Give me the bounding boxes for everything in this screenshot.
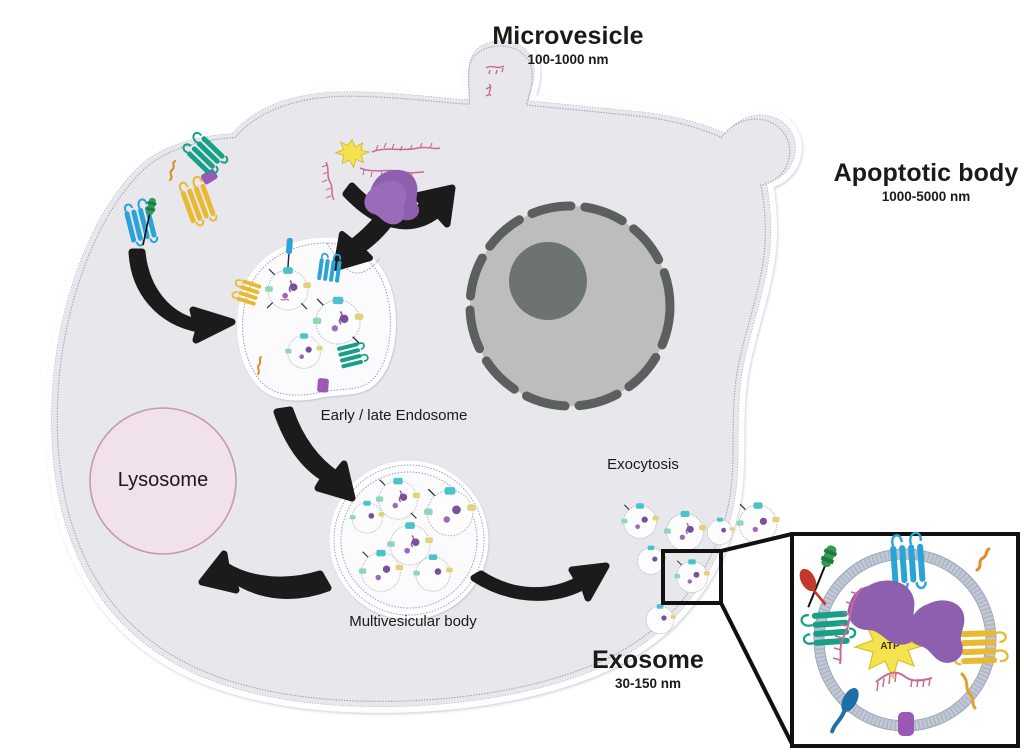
membrane-protein-green [142, 197, 157, 246]
microvesicle-cargo [485, 65, 505, 97]
exosome-inset-panel: ATP [790, 531, 1020, 748]
inset-protein-teal [800, 609, 857, 646]
membrane-protein-blue [124, 198, 159, 247]
arrow-mvb-to-exocytosis [470, 562, 610, 602]
label-microvesicle-title: Microvesicle [492, 22, 644, 50]
endosome-protein-violet-bottom [317, 378, 329, 393]
endosome-protein-green-right [337, 342, 369, 369]
nucleolus [509, 242, 587, 320]
endosome-protein-teal-right [317, 252, 342, 283]
protein-blob-2 [364, 181, 407, 225]
inner-exosome [349, 500, 385, 534]
released-exosome [663, 510, 707, 551]
inset-protein-darkblue [830, 688, 859, 734]
membrane-proteins-cell-surface [124, 131, 229, 247]
released-exosome [736, 502, 780, 544]
membrane-protein-orange [168, 159, 177, 182]
atp-star-cytoplasm [334, 138, 371, 169]
arrow-endosome-to-mvb [273, 406, 356, 502]
endosome-membrane-proteins [231, 237, 369, 393]
inset-rna-strand-1 [832, 587, 863, 665]
inner-vesicle [312, 296, 364, 345]
membrane-protein-teal [182, 131, 229, 174]
inner-exosome [375, 477, 421, 520]
inner-exosome [387, 522, 433, 566]
endosome-protein-orange-squiggle [257, 356, 262, 375]
inset-protein-blob-1 [848, 580, 918, 645]
inner-exosome [413, 554, 453, 592]
label-lysosome: Lysosome [117, 469, 209, 491]
inset-protein-gold [953, 630, 1009, 666]
label-multivesicular-body: Multivesicular body [349, 613, 477, 630]
rna-strand-1 [321, 161, 335, 201]
inset-protein-orange-bottom [960, 672, 977, 710]
inset-protein-red [799, 568, 827, 606]
inner-exosome [424, 487, 476, 537]
cytoplasmic-cargo [321, 138, 441, 225]
inset-rna-strand-2 [875, 671, 933, 692]
membrane-protein-gold [178, 175, 218, 227]
inset-protein-blob-2 [907, 600, 965, 663]
label-exocytosis: Exocytosis [607, 456, 679, 473]
label-exosome-size: 30-150 nm [614, 676, 682, 691]
label-exosome-title: Exosome [592, 646, 704, 674]
inner-vesicle [265, 267, 311, 311]
label-early-late-endosome: Early / late Endosome [320, 407, 468, 424]
inset-callout [661, 532, 794, 745]
label-microvesicle-size: 100-1000 nm [527, 52, 609, 67]
inset-protein-violet [898, 712, 914, 736]
label-apoptotic-body-title: Apoptotic body [833, 159, 1019, 187]
released-exosome [621, 503, 659, 539]
inset-protein-orange-top [975, 547, 991, 572]
released-exosome [706, 517, 735, 546]
inset-atp-label: ATP [880, 641, 900, 652]
released-exosomes [621, 502, 780, 635]
lysosome [89, 407, 237, 555]
arrow-endocytosis [128, 248, 236, 344]
released-exosome-highlighted [674, 559, 710, 594]
inner-vesicle [285, 333, 323, 369]
inset-protein-blue [890, 531, 927, 591]
inset-protein-green-receptor [807, 545, 838, 608]
arrow-mvb-to-lysosome [198, 550, 332, 599]
released-exosome [645, 604, 676, 635]
endosome-inner-vesicles [265, 267, 364, 369]
label-apoptotic-body-size: 1000-5000 nm [881, 189, 971, 204]
nucleus [465, 201, 675, 411]
rna-strand-2 [371, 142, 441, 153]
endosome-protein-gold-left [231, 279, 262, 306]
